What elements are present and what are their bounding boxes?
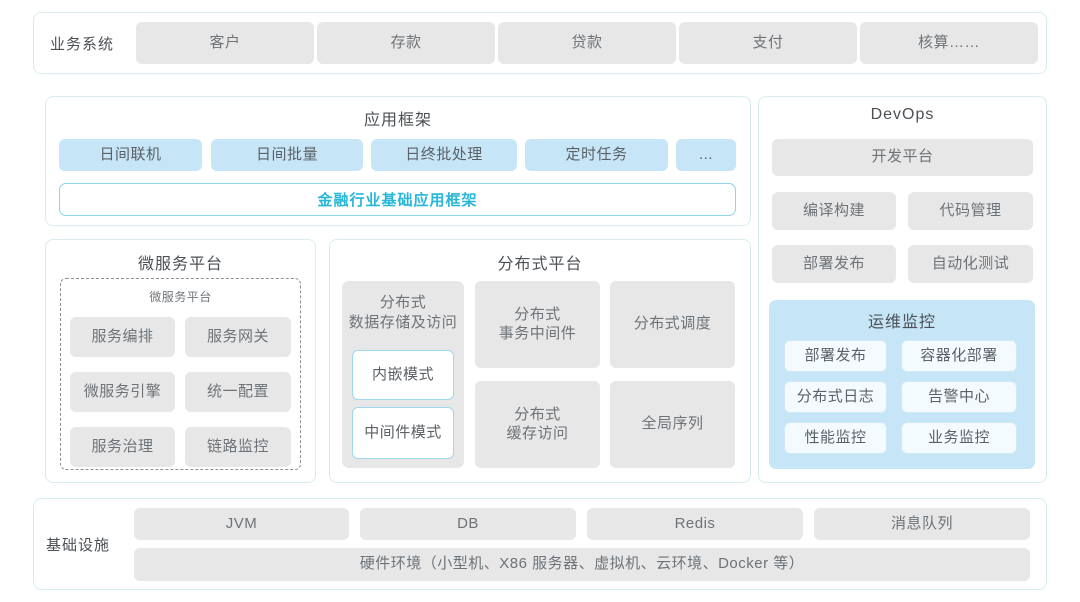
app-framework-item-eod-batch[interactable]: 日终批处理: [371, 139, 517, 171]
business-system-item-customer[interactable]: 客户: [136, 22, 314, 64]
business-system-item-loan[interactable]: 贷款: [498, 22, 676, 64]
business-systems-label: 业务系统: [50, 35, 115, 53]
infrastructure-hardware-environment[interactable]: 硬件环境（小型机、X86 服务器、虚拟机、云环境、Docker 等）: [134, 548, 1030, 581]
ops-monitoring-item-business-monitor[interactable]: 业务监控: [901, 422, 1017, 454]
distributed-item-transaction-middleware[interactable]: 分布式 事务中间件: [475, 281, 600, 368]
infrastructure-label: 基础设施: [46, 536, 111, 554]
microservice-item-service-governance[interactable]: 服务治理: [70, 427, 175, 467]
ops-monitoring-item-performance-monitor[interactable]: 性能监控: [784, 422, 887, 454]
app-framework-item-daytime-batch[interactable]: 日间批量: [211, 139, 363, 171]
devops-item-code-management[interactable]: 代码管理: [908, 192, 1033, 230]
distributed-storage-mode-middleware[interactable]: 中间件模式: [352, 407, 454, 459]
app-framework-banner: 金融行业基础应用框架: [59, 183, 736, 216]
distributed-item-scheduling-line1: 分布式调度: [633, 315, 712, 333]
ops-monitoring-item-alert-center[interactable]: 告警中心: [901, 381, 1017, 413]
distributed-item-global-sequence-line1: 全局序列: [641, 415, 704, 433]
infrastructure-item-jvm[interactable]: JVM: [134, 508, 349, 540]
microservice-item-link-monitoring[interactable]: 链路监控: [185, 427, 291, 467]
business-system-item-accounting[interactable]: 核算……: [860, 22, 1038, 64]
devops-item-automated-test[interactable]: 自动化测试: [908, 245, 1033, 283]
app-framework-title: 应用框架: [363, 112, 432, 129]
devops-item-compile-build[interactable]: 编译构建: [772, 192, 896, 230]
devops-item-deploy-release[interactable]: 部署发布: [772, 245, 896, 283]
distributed-item-transaction-middleware-line1: 分布式: [514, 305, 561, 323]
distributed-item-transaction-middleware-line2: 事务中间件: [498, 324, 577, 342]
app-framework-item-daytime-online[interactable]: 日间联机: [59, 139, 202, 171]
infrastructure-item-db[interactable]: DB: [360, 508, 576, 540]
business-system-item-deposit[interactable]: 存款: [317, 22, 495, 64]
distributed-platform-title: 分布式平台: [497, 256, 583, 273]
distributed-item-scheduling[interactable]: 分布式调度: [610, 281, 735, 368]
app-framework-item-more[interactable]: ...: [676, 139, 736, 171]
distributed-item-global-sequence[interactable]: 全局序列: [610, 381, 735, 468]
ops-monitoring-title: 运维监控: [867, 314, 936, 331]
distributed-item-cache-access-line2: 缓存访问: [506, 424, 569, 442]
microservice-inner-title: 微服务平台: [149, 290, 212, 304]
microservice-item-service-gateway[interactable]: 服务网关: [185, 317, 291, 357]
business-system-item-payment[interactable]: 支付: [679, 22, 857, 64]
devops-title: DevOps: [870, 106, 935, 123]
microservice-platform-title: 微服务平台: [137, 256, 223, 273]
ops-monitoring-item-deploy-release[interactable]: 部署发布: [784, 340, 887, 372]
microservice-item-microservice-engine[interactable]: 微服务引擎: [70, 372, 175, 412]
distributed-item-cache-access-line1: 分布式: [514, 405, 561, 423]
infrastructure-item-redis[interactable]: Redis: [587, 508, 803, 540]
distributed-storage-title-line2: 数据存储及访问: [348, 314, 458, 331]
infrastructure-item-message-queue[interactable]: 消息队列: [814, 508, 1030, 540]
distributed-item-cache-access[interactable]: 分布式 缓存访问: [475, 381, 600, 468]
app-framework-item-scheduled-task[interactable]: 定时任务: [525, 139, 668, 171]
distributed-storage-mode-embedded[interactable]: 内嵌模式: [352, 350, 454, 400]
microservice-item-unified-config[interactable]: 统一配置: [185, 372, 291, 412]
microservice-inner-group: [60, 278, 301, 470]
devops-dev-platform[interactable]: 开发平台: [772, 139, 1033, 176]
ops-monitoring-item-distributed-log[interactable]: 分布式日志: [784, 381, 887, 413]
distributed-storage-title-line1: 分布式: [379, 294, 427, 311]
ops-monitoring-item-container-deploy[interactable]: 容器化部署: [901, 340, 1017, 372]
microservice-item-service-orchestration[interactable]: 服务编排: [70, 317, 175, 357]
